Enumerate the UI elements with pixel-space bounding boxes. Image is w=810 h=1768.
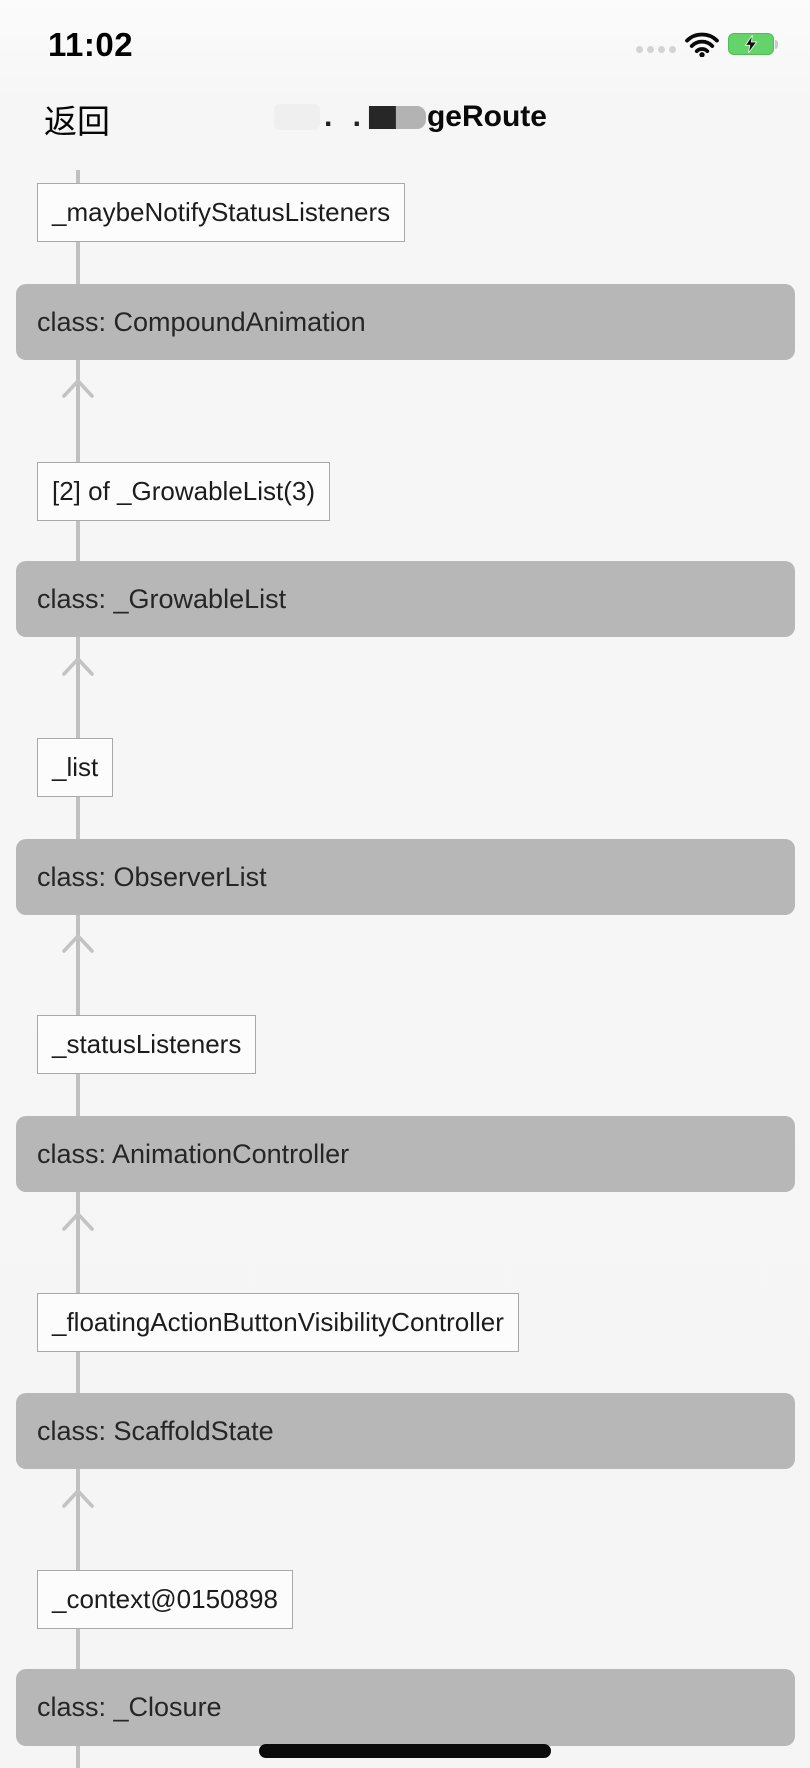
page-title: . . geRoute	[273, 100, 547, 134]
field-ref-node: _floatingActionButtonVisibilityControlle…	[37, 1293, 519, 1352]
status-bar: 11:02	[0, 0, 810, 70]
home-indicator[interactable]	[259, 1744, 551, 1758]
title-text: geRoute	[426, 100, 547, 133]
class-node: class: CompoundAnimation	[16, 284, 795, 360]
cellular-signal-icon	[635, 45, 676, 53]
field-ref-node: _maybeNotifyStatusListeners	[37, 183, 406, 242]
redaction-gray-block	[395, 105, 426, 129]
title-prefix: . .	[323, 100, 367, 133]
class-node: class: _Closure	[16, 1669, 795, 1746]
class-node: class: ScaffoldState	[16, 1393, 795, 1469]
arrow-up-icon	[62, 934, 94, 953]
class-node: class: AnimationController	[16, 1116, 795, 1192]
arrow-up-icon	[62, 1489, 94, 1508]
back-button[interactable]: 返回	[44, 103, 110, 140]
wifi-icon	[684, 32, 719, 57]
class-node: class: _GrowableList	[16, 561, 795, 637]
arrow-up-icon	[62, 1212, 94, 1231]
class-node: class: ObserverList	[16, 839, 795, 915]
field-ref-node: _statusListeners	[37, 1015, 257, 1074]
navigation-bar: 返回 . . geRoute	[0, 88, 810, 144]
field-ref-node: _context@0150898	[37, 1570, 293, 1629]
lightning-bolt-icon	[744, 35, 758, 53]
arrow-up-icon	[62, 379, 94, 398]
field-ref-node: [2] of _GrowableList(3)	[37, 462, 331, 521]
status-icons	[635, 30, 778, 58]
arrow-up-icon	[62, 657, 94, 676]
status-time: 11:02	[48, 26, 134, 63]
chain-connector-line	[76, 170, 80, 1768]
redaction-light-block	[273, 104, 320, 130]
redaction-black-block	[368, 105, 396, 129]
battery-nub	[774, 39, 778, 49]
battery-charging-icon	[727, 33, 778, 55]
field-ref-node: _list	[37, 738, 114, 797]
